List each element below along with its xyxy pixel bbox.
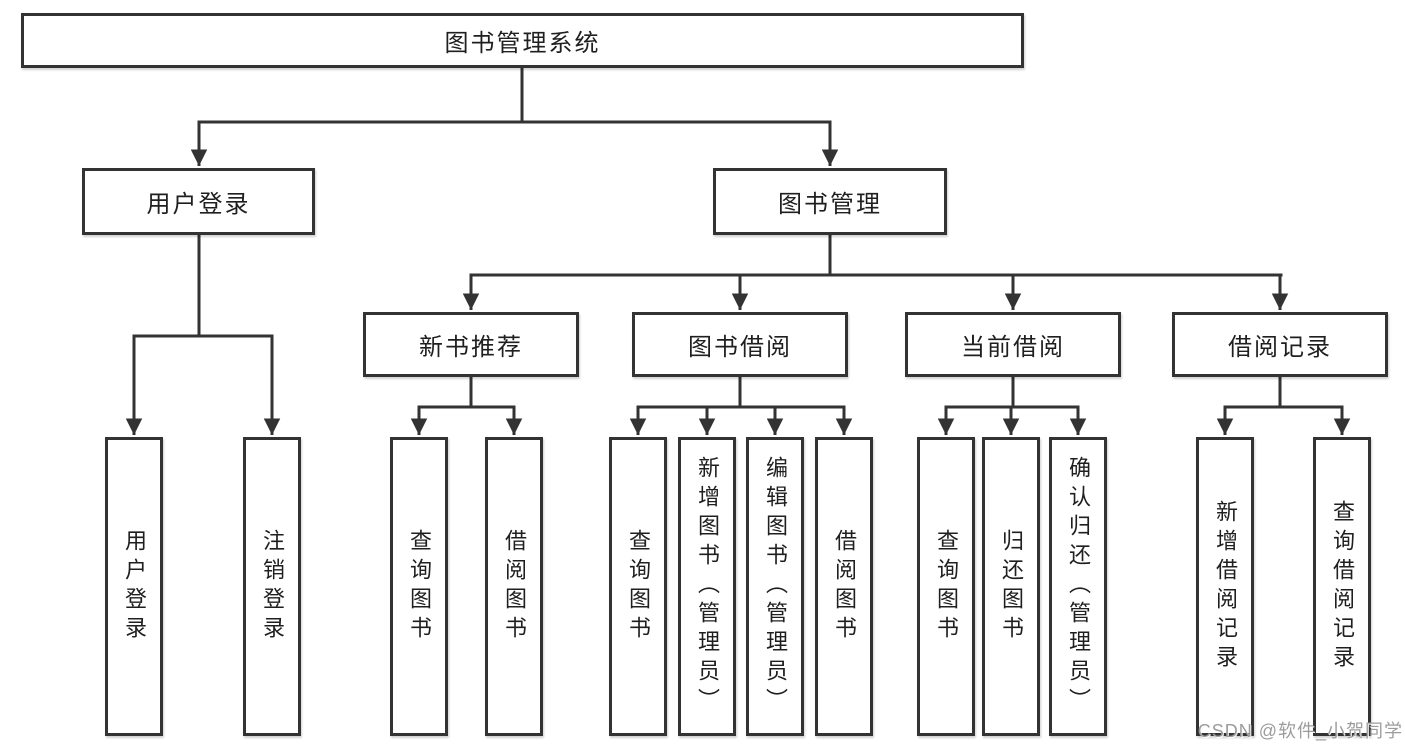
leaf-label: 借阅图书 xyxy=(832,528,857,645)
node-book-borrowing: 图书借阅 xyxy=(632,312,848,377)
leaf-label: 查询图书 xyxy=(626,528,651,645)
leaf-return-books: 归还图书 xyxy=(982,437,1040,736)
leaf-query-books-current: 查询图书 xyxy=(917,437,975,736)
leaf-edit-books-admin: 编辑图书（管理员） xyxy=(746,437,804,736)
node-label: 图书借阅 xyxy=(688,334,792,361)
node-new-book-recommendation: 新书推荐 xyxy=(363,312,579,377)
leaf-query-books-borrowing: 查询图书 xyxy=(609,437,667,736)
leaf-label: 借阅图书 xyxy=(502,528,527,645)
csdn-watermark: CSDN @软件_小贺同学 xyxy=(1197,721,1403,741)
node-label: 新书推荐 xyxy=(419,334,523,361)
leaf-label: 查询图书 xyxy=(934,528,959,645)
leaf-label: 新增图书（管理员） xyxy=(695,456,720,717)
node-label: 图书管理系统 xyxy=(444,30,601,57)
leaf-query-books-recommend: 查询图书 xyxy=(390,437,448,736)
node-user-login: 用户登录 xyxy=(82,168,315,235)
leaf-label: 查询图书 xyxy=(407,528,432,645)
node-label: 图书管理 xyxy=(778,191,882,218)
leaf-borrow-books-recommend: 借阅图书 xyxy=(485,437,543,736)
leaf-label: 查询借阅记录 xyxy=(1330,499,1355,674)
leaf-label: 归还图书 xyxy=(999,528,1024,645)
node-library-management-system: 图书管理系统 xyxy=(21,13,1024,68)
leaf-logout: 注销登录 xyxy=(243,437,301,736)
node-borrowing-records: 借阅记录 xyxy=(1172,312,1388,377)
leaf-add-books-admin: 新增图书（管理员） xyxy=(678,437,736,736)
leaf-query-borrow-record: 查询借阅记录 xyxy=(1313,437,1371,736)
leaf-borrow-books: 借阅图书 xyxy=(815,437,873,736)
leaf-user-login: 用户登录 xyxy=(105,437,163,736)
leaf-add-borrow-record: 新增借阅记录 xyxy=(1196,437,1254,736)
node-book-management: 图书管理 xyxy=(713,168,947,235)
leaf-label: 用户登录 xyxy=(122,528,147,645)
leaf-label: 新增借阅记录 xyxy=(1213,499,1238,674)
node-current-borrowing: 当前借阅 xyxy=(905,312,1121,377)
leaf-label: 确认归还（管理员） xyxy=(1066,456,1091,717)
leaf-label: 编辑图书（管理员） xyxy=(763,456,788,717)
node-label: 借阅记录 xyxy=(1228,334,1332,361)
node-label: 当前借阅 xyxy=(961,334,1065,361)
node-label: 用户登录 xyxy=(146,191,251,218)
leaf-confirm-return-admin: 确认归还（管理员） xyxy=(1049,437,1107,736)
leaf-label: 注销登录 xyxy=(260,528,285,645)
